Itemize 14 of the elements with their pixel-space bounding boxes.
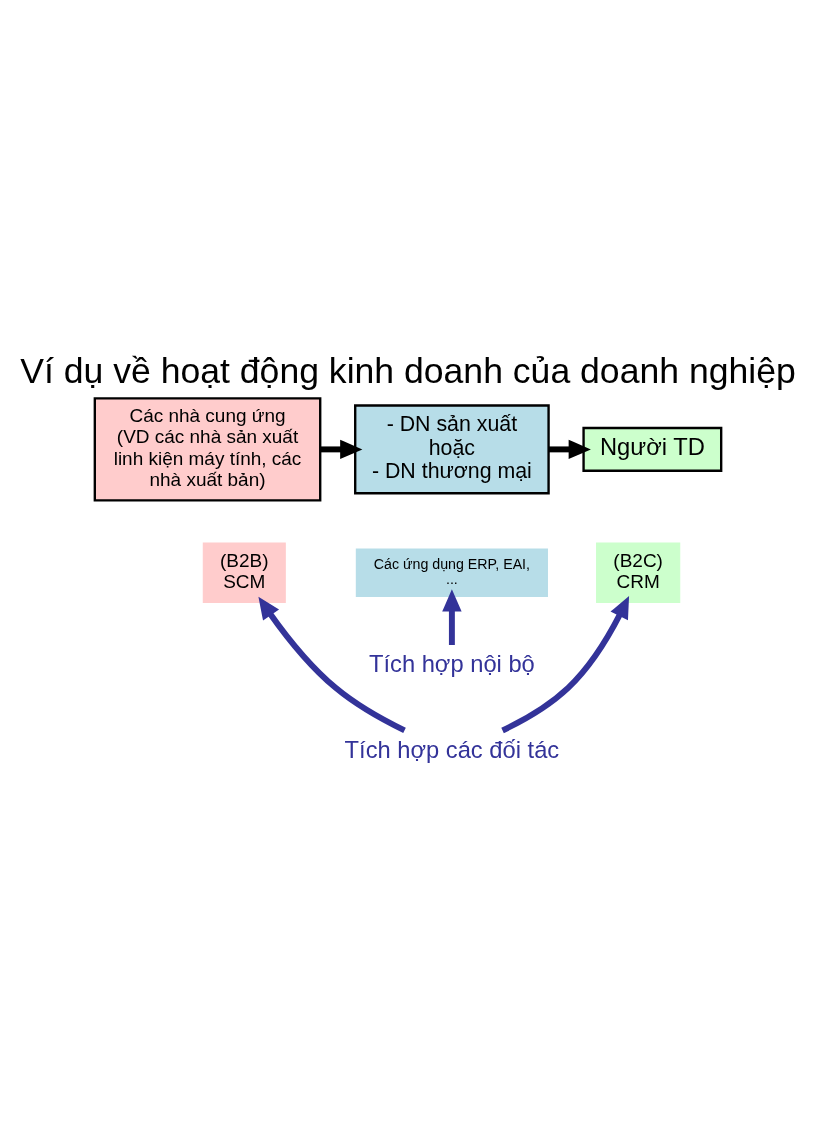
diagram-title: Ví dụ về hoạt động kinh doanh của doanh nghiệp — [20, 350, 796, 391]
node-box: Các ứng dụng ERP, EAI, ... — [355, 548, 548, 598]
node-box: (B2B) SCM — [202, 542, 286, 604]
node-text: Tích hợp các đối tác — [344, 736, 560, 763]
arrow — [320, 439, 363, 460]
node-text: Tích hợp nội bộ — [368, 651, 535, 678]
arrow — [501, 595, 630, 734]
arrow — [442, 589, 462, 646]
arrow — [548, 439, 591, 460]
node-box: - DN sản xuất hoặc - DN thương mại — [354, 404, 550, 495]
arrow — [258, 596, 406, 734]
node-box: Người TD — [582, 426, 723, 472]
node-box: (B2C) CRM — [596, 542, 681, 604]
node-box: Các nhà cung ứng (VD các nhà sản xuất linh kiện máy tính, các nhà xuất bản) — [93, 397, 322, 502]
